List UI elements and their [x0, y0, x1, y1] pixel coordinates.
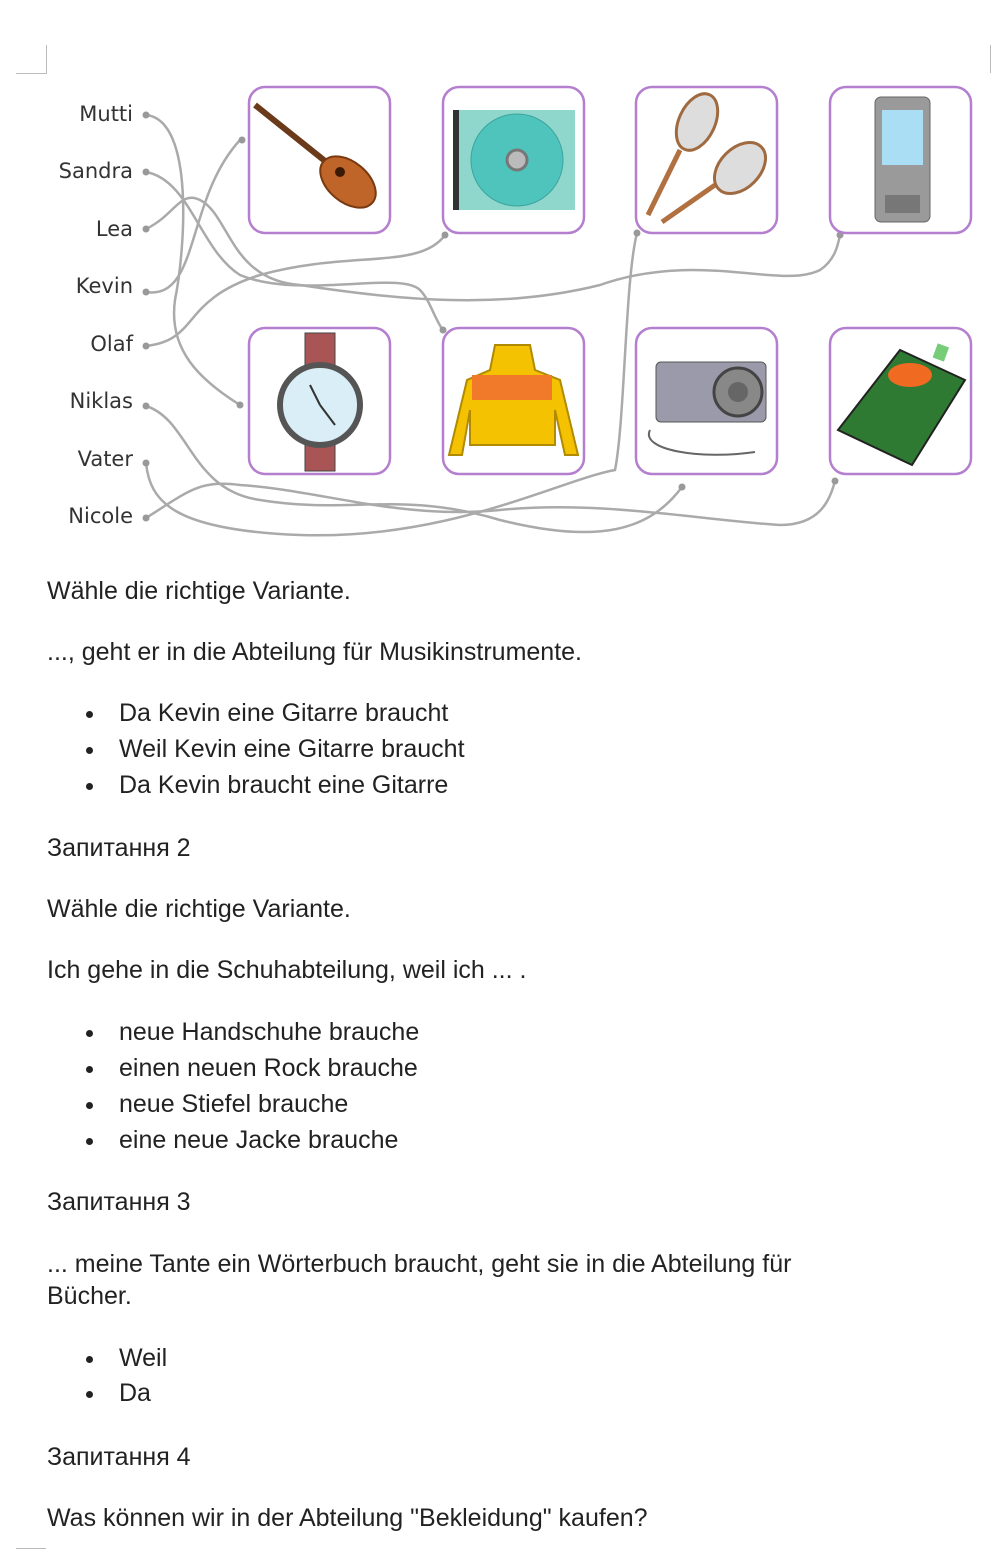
- sweater-icon: [447, 344, 580, 456]
- question-heading: Запитання 3: [47, 1188, 191, 1216]
- watch-icon: [277, 332, 363, 472]
- page-corner-mark: [16, 1548, 46, 1550]
- question-prompt-continued: Bücher.: [47, 1282, 132, 1310]
- name-label: Olaf: [90, 332, 133, 356]
- name-label: Mutti: [79, 102, 133, 126]
- connector-lines: [144, 113, 842, 537]
- name-label: Sandra: [59, 159, 133, 183]
- connector-dots: [142, 111, 844, 522]
- name-label: Niklas: [70, 389, 133, 413]
- item-frames: [247, 85, 973, 476]
- answer-option[interactable]: Weil: [85, 1344, 168, 1372]
- name-label: Vater: [78, 447, 134, 471]
- name-label: Lea: [96, 217, 133, 241]
- question-prompt: Ich gehe in die Schuhabteilung, weil ich…: [47, 956, 527, 984]
- question-prompt: ... meine Tante ein Wörterbuch braucht, …: [47, 1250, 792, 1278]
- question-prompt: ..., geht er in die Abteilung für Musiki…: [47, 638, 582, 666]
- answer-option[interactable]: neue Stiefel brauche: [85, 1090, 349, 1118]
- name-label: Nicole: [68, 504, 133, 528]
- question-instruction: Wähle die richtige Variante.: [47, 895, 351, 923]
- answer-option[interactable]: eine neue Jacke brauche: [85, 1126, 399, 1154]
- mobile-phone-icon: [874, 96, 931, 223]
- answer-option[interactable]: Da Kevin eine Gitarre braucht: [85, 699, 449, 727]
- camera-icon: [647, 361, 767, 456]
- question-heading: Запитання 2: [47, 834, 191, 862]
- answer-option[interactable]: Weil Kevin eine Gitarre braucht: [86, 735, 465, 763]
- matching-illustration: Mutti Sandra Lea Kevin Olaf Niklas Vater…: [59, 85, 973, 537]
- cd-icon: [453, 110, 575, 210]
- answer-option[interactable]: neue Handschuhe brauche: [85, 1018, 420, 1046]
- question-prompt: Was können wir in der Abteilung "Bekleid…: [47, 1504, 648, 1532]
- guitar-icon: [253, 102, 377, 209]
- answer-option[interactable]: Da: [86, 1379, 151, 1407]
- answer-option[interactable]: Da Kevin braucht eine Gitarre: [85, 771, 449, 799]
- tennis-rackets-icon: [645, 92, 767, 225]
- question-instruction: Wähle die richtige Variante.: [47, 577, 351, 605]
- page-corner-mark: [16, 45, 47, 74]
- name-label: Kevin: [76, 274, 133, 298]
- book-icon: [836, 343, 967, 467]
- question-heading: Запитання 4: [47, 1443, 191, 1471]
- page-corner-mark: [990, 45, 996, 73]
- answer-option[interactable]: einen neuen Rock brauche: [86, 1054, 418, 1082]
